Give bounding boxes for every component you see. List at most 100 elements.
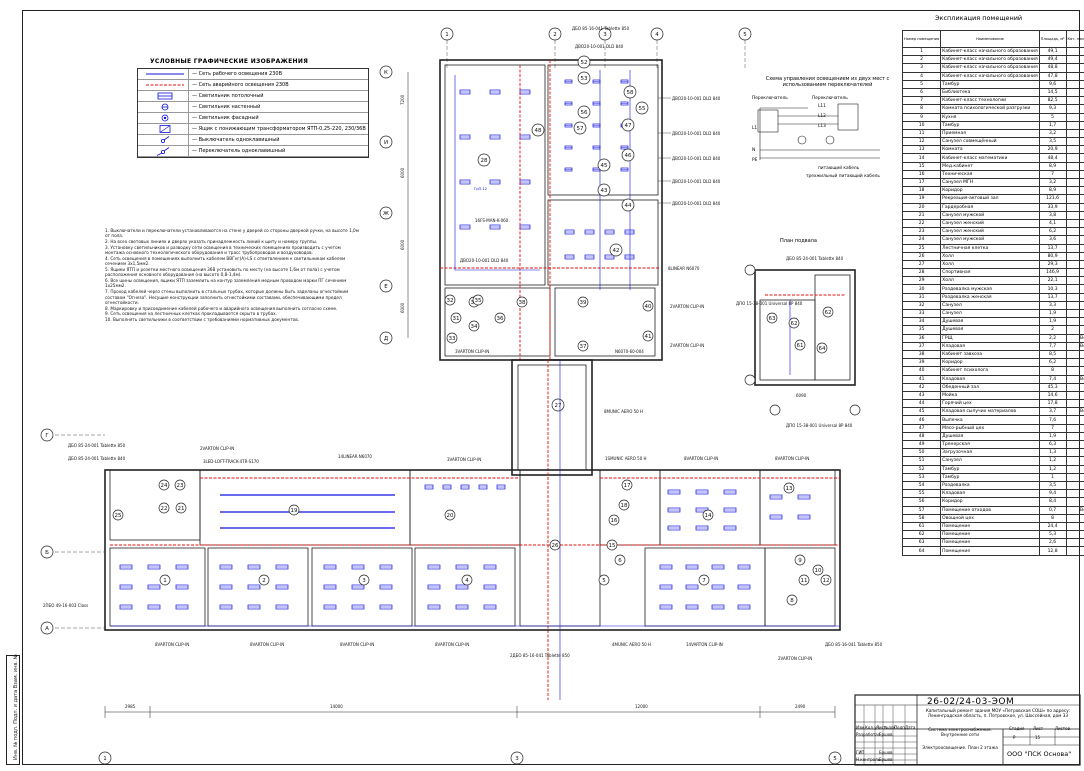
table-cell xyxy=(1065,251,1084,261)
room-number: 4 xyxy=(465,578,469,584)
room-number: 24 xyxy=(161,483,168,489)
room-table-header: Наименование xyxy=(940,30,1040,48)
room-number: 48 xyxy=(535,128,542,134)
table-cell: 17 xyxy=(901,177,942,188)
axis-label: 3 xyxy=(603,32,607,38)
room-table-header: Кат. помещения xyxy=(1065,30,1084,48)
table-cell: 34 xyxy=(901,317,942,327)
fixture-label: ДБО 85-24-001 Tablette 840 xyxy=(786,256,844,261)
scheme-note-1: питающий кабель xyxy=(818,166,860,171)
room-number: 10 xyxy=(815,568,822,574)
room-marker xyxy=(358,574,370,586)
room-number: 33 xyxy=(449,336,456,342)
axis-label: 5 xyxy=(743,32,747,38)
room-marker xyxy=(614,554,626,566)
room-marker xyxy=(577,55,591,69)
room-marker xyxy=(158,479,170,491)
room-outline xyxy=(659,469,761,546)
table-cell xyxy=(1065,399,1084,409)
table-cell xyxy=(1065,480,1084,491)
table-cell xyxy=(1065,120,1084,130)
room-number: 34 xyxy=(471,324,478,330)
table-cell: Коридор xyxy=(940,497,1040,507)
room-number: 41 xyxy=(645,334,652,340)
fixture-label: ДБО 85-16-041 Tablette 850 xyxy=(572,26,630,31)
room-marker xyxy=(472,294,484,306)
room-marker xyxy=(444,509,456,521)
axis-label: 5 xyxy=(833,756,837,762)
room-marker xyxy=(158,502,170,514)
table-cell: 46 xyxy=(901,415,942,425)
table-cell: Коридор xyxy=(940,186,1040,196)
legend-row: — Переключатель одноклавишный xyxy=(138,146,368,157)
table-cell: 9,4 xyxy=(1038,489,1067,499)
room-number: 36 xyxy=(497,316,504,322)
table-cell: Мойка xyxy=(940,390,1040,401)
axis-label: К xyxy=(384,70,388,76)
dimension-label: 14000 xyxy=(330,704,343,709)
table-cell: 8 xyxy=(901,104,942,114)
room-number: 23 xyxy=(177,483,184,489)
dimension-label: 12000 xyxy=(635,704,648,709)
room-marker xyxy=(621,118,635,132)
table-cell: 43 xyxy=(901,390,942,401)
room-number: 56 xyxy=(581,110,588,116)
axis-bubble xyxy=(849,404,861,416)
room-marker xyxy=(112,509,124,521)
room-number: 28 xyxy=(481,158,488,164)
table-cell: 45 xyxy=(901,407,942,417)
room-number: 18 xyxy=(621,503,628,509)
room-number: 15 xyxy=(609,543,616,549)
table-cell: 22 xyxy=(901,218,942,229)
table-cell: Кабинет-класс начального образования xyxy=(940,46,1040,57)
name-nkontrol: Ершов xyxy=(879,757,893,762)
scheme-lamp xyxy=(797,135,807,145)
table-cell: Спортивная xyxy=(940,268,1040,278)
organization: ООО "ПСК Основа" xyxy=(1007,750,1072,758)
table-cell: Кабинет завхоза xyxy=(940,349,1040,360)
axis-label: 3 xyxy=(515,756,519,762)
table-cell: 41 xyxy=(901,374,942,384)
table-cell: 146,9 xyxy=(1038,268,1067,278)
table-cell xyxy=(1065,472,1084,482)
scheme-label-l11: L11 xyxy=(818,104,826,109)
room-number: 52 xyxy=(581,60,588,66)
axis-bubble xyxy=(510,751,524,765)
axis-bubble xyxy=(379,206,393,220)
room-outline xyxy=(547,199,659,286)
axis-label: 2 xyxy=(553,32,557,38)
table-cell: 80,9 xyxy=(1038,251,1067,261)
axis-bubble xyxy=(379,331,393,345)
table-cell: 3,2 xyxy=(1038,177,1067,188)
note-item: 10. Выполнять светильники в соответствии… xyxy=(105,317,300,323)
table-cell: Помещение xyxy=(940,530,1040,540)
room-number: 2 xyxy=(262,578,266,584)
axis-bubble xyxy=(769,404,781,416)
col-doc: №док xyxy=(884,725,896,730)
table-cell: Санузел женский xyxy=(940,227,1040,237)
table-cell xyxy=(1065,358,1084,368)
table-cell: Санузел мужской xyxy=(940,235,1040,245)
table-cell: 9,6 xyxy=(1038,79,1067,89)
fixture-label: 2VARTON CLIP-IN xyxy=(670,304,704,309)
table-cell: 40 xyxy=(901,366,942,376)
room-number: 16 xyxy=(611,518,618,524)
table-cell: 33,9 xyxy=(1038,202,1067,212)
table-cell: 121,6 xyxy=(1038,194,1067,204)
room-number: 55 xyxy=(639,106,646,112)
